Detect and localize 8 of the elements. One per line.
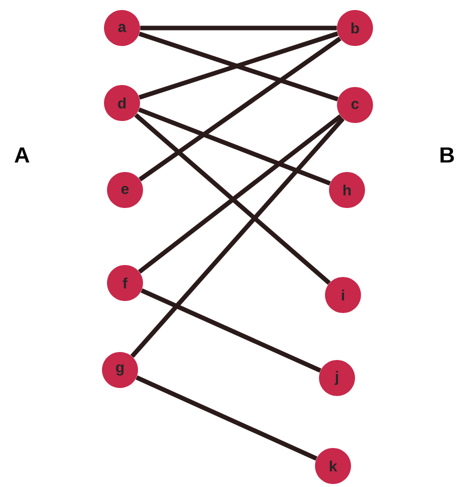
edge-line bbox=[130, 117, 345, 358]
side-label: A bbox=[14, 147, 30, 163]
edge-line bbox=[136, 375, 318, 461]
edge-line bbox=[140, 26, 337, 30]
side-label: B bbox=[440, 147, 454, 163]
edge-line bbox=[138, 107, 331, 186]
edge-line bbox=[138, 36, 342, 182]
edge-line bbox=[140, 288, 322, 373]
